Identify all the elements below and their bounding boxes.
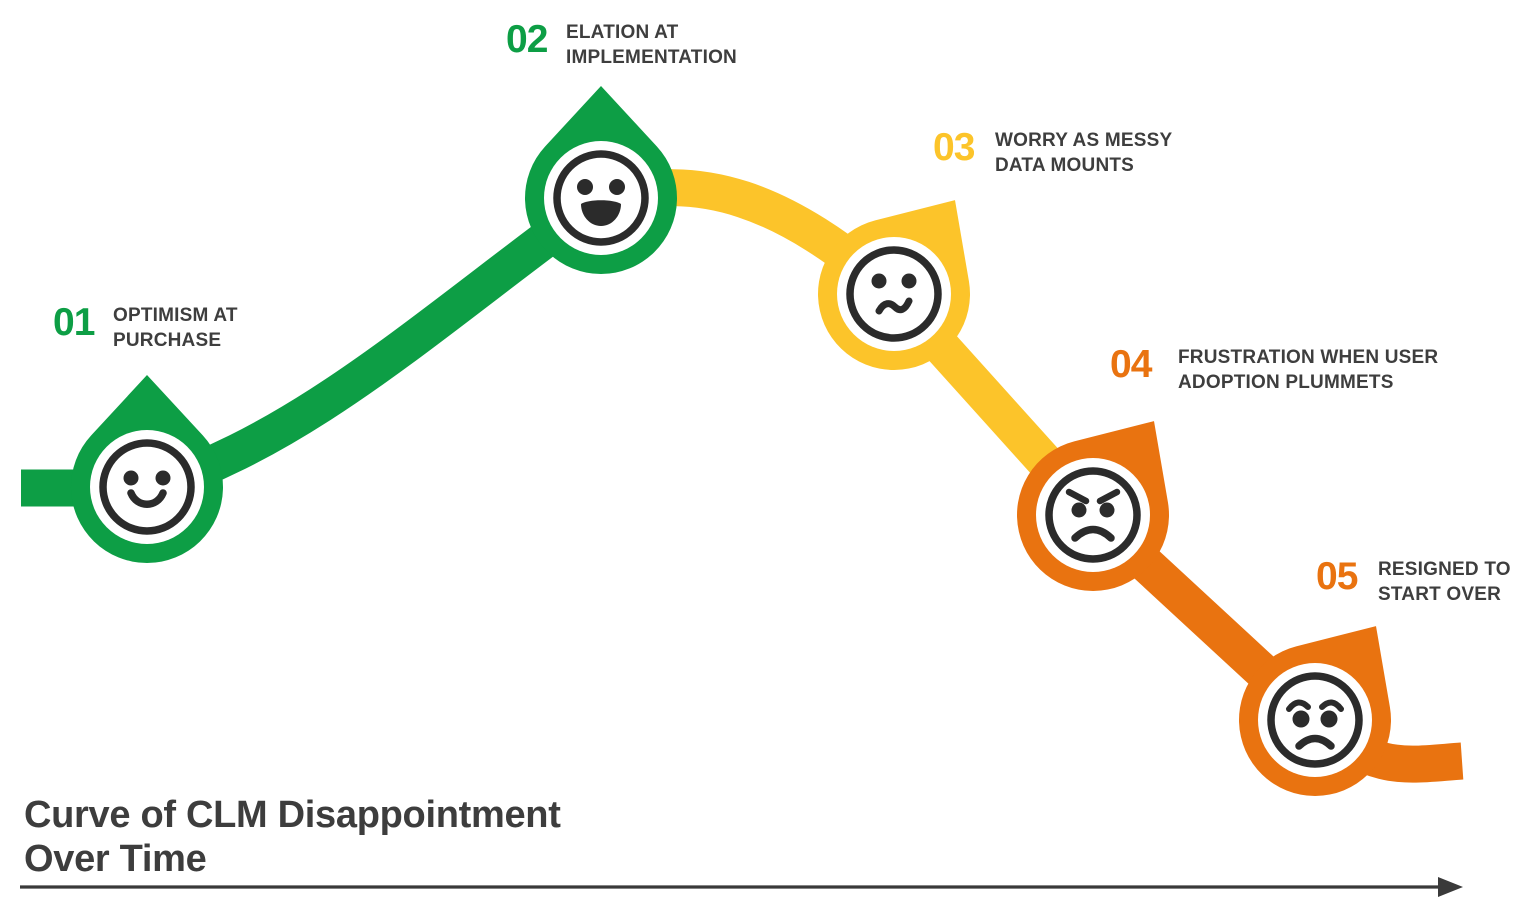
time-axis	[20, 877, 1463, 897]
time-axis-arrowhead-icon	[1438, 877, 1463, 897]
stage-4-number: 04	[1110, 343, 1152, 386]
stage-3-face-bg	[837, 237, 951, 351]
stage-5-label: RESIGNED TO START OVER	[1378, 559, 1511, 605]
stage-3-number: 03	[933, 126, 975, 169]
stage-5-face-bg	[1258, 663, 1372, 777]
stage-1-label: OPTIMISM AT PURCHASE	[113, 305, 238, 351]
angry-face-icon	[1045, 467, 1141, 563]
stage-2-face-bg	[544, 141, 658, 255]
confused-face-icon	[846, 246, 942, 342]
stage-4-marker	[1017, 421, 1169, 591]
stage-1-marker	[71, 375, 224, 563]
stage-2-number: 02	[506, 18, 548, 61]
worried-face-icon	[1267, 672, 1363, 768]
smiling-face-icon	[99, 439, 195, 535]
chart-title: Curve of CLM Disappointment Over Time	[24, 794, 561, 880]
stage-5-number: 05	[1316, 555, 1358, 598]
stage-2-label: ELATION AT IMPLEMENTATION	[566, 22, 737, 68]
stage-1-number: 01	[53, 301, 95, 344]
stage-2-marker	[525, 86, 677, 274]
stage-4-label: FRUSTRATION WHEN USER ADOPTION PLUMMETS	[1178, 347, 1439, 393]
stage-4-face-bg	[1036, 458, 1150, 572]
stage-1-face-bg	[90, 430, 204, 544]
stage-3-marker	[818, 200, 970, 370]
stage-3-label: WORRY AS MESSY DATA MOUNTS	[995, 130, 1173, 176]
big-smile-face-icon	[553, 150, 649, 246]
stage-5-marker	[1239, 626, 1391, 796]
